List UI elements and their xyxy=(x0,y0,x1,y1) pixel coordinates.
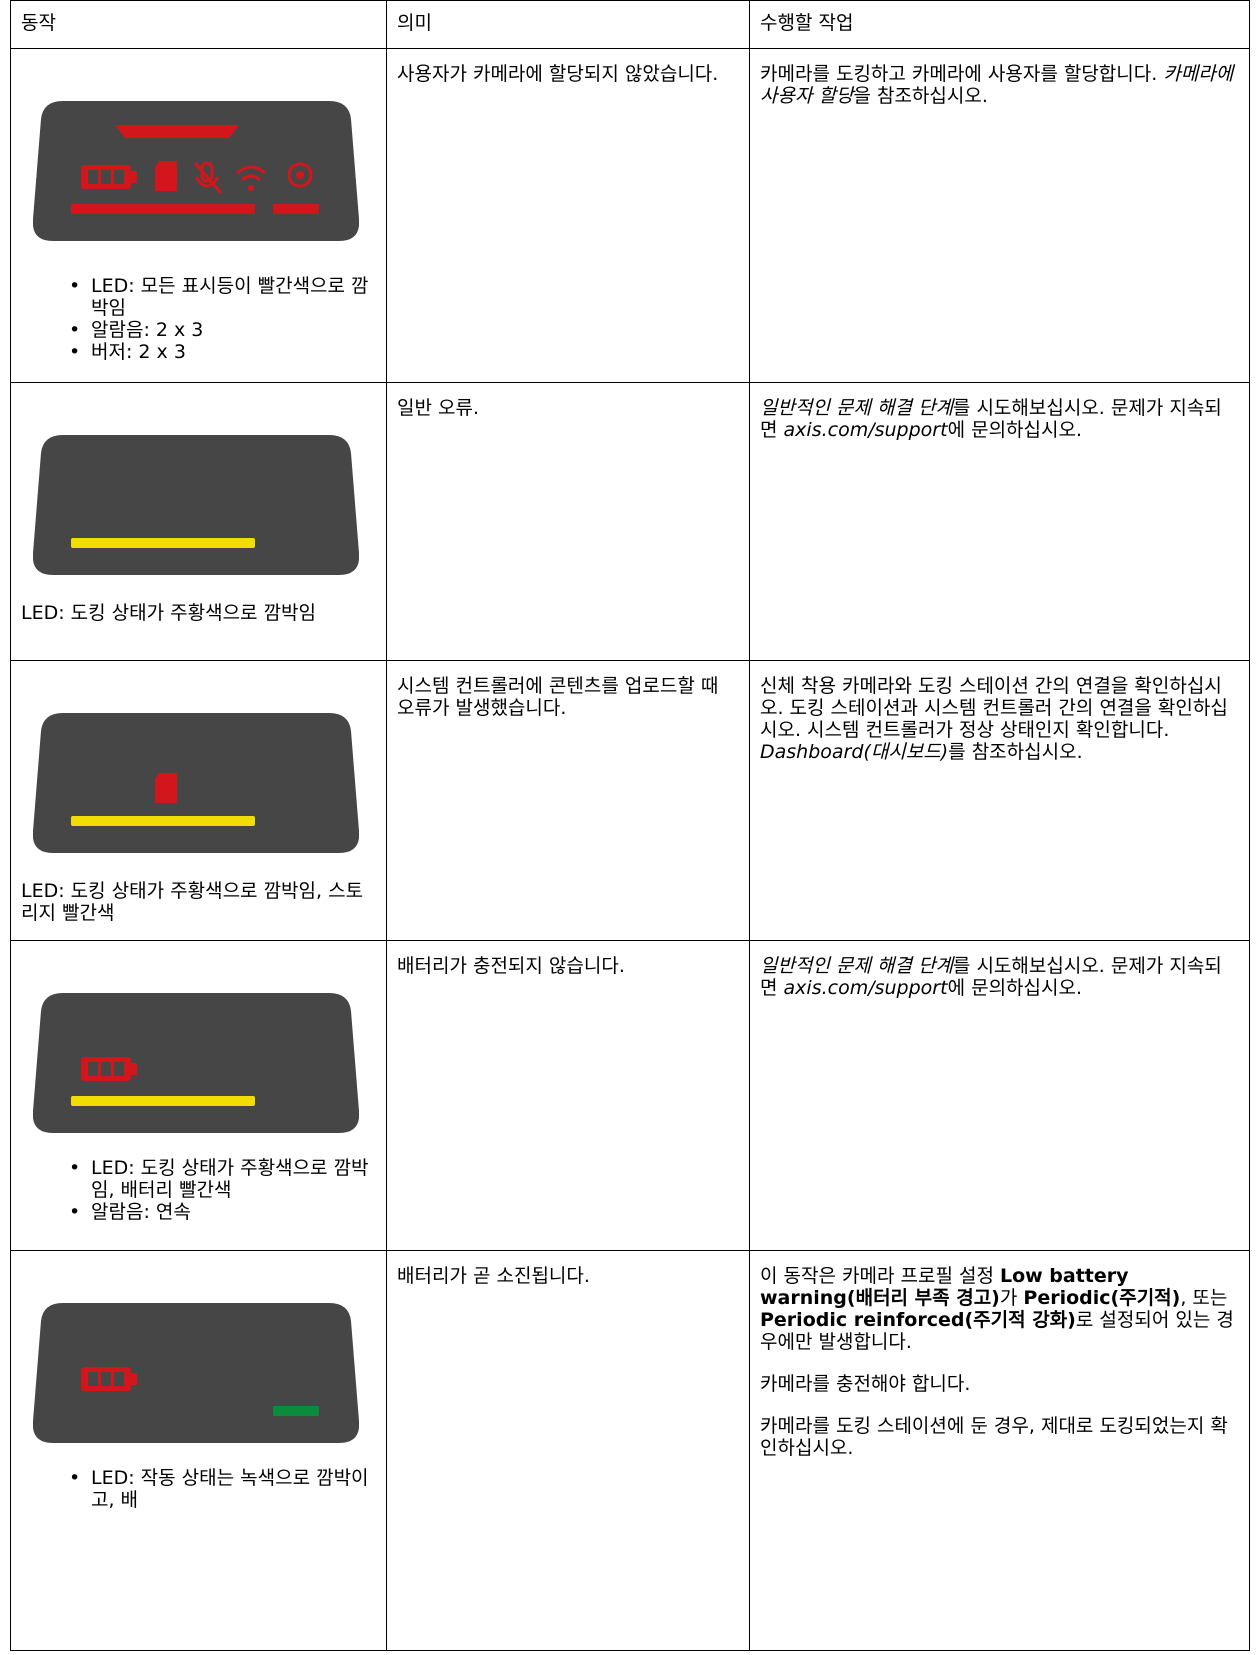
docking-status-bar xyxy=(71,538,255,548)
docking-status-bar xyxy=(71,1096,255,1106)
meaning-cell: 일반 오류. xyxy=(386,382,750,661)
docking-status-bar xyxy=(71,816,255,826)
record-icon xyxy=(287,162,313,188)
xref-link[interactable]: 일반적인 문제 해결 단계 xyxy=(760,955,953,977)
action-paragraph: 이 동작은 카메라 프로필 설정 Low battery warning(배터리… xyxy=(760,1265,1234,1353)
action-cell: 이 동작은 카메라 프로필 설정 Low battery warning(배터리… xyxy=(749,1250,1250,1651)
action-paragraph: 카메라를 도킹 스테이션에 둔 경우, 제대로 도킹되었는지 확인하십시오. xyxy=(760,1415,1228,1459)
xref-link[interactable]: Dashboard(대시보드) xyxy=(760,741,949,763)
device-illustration xyxy=(33,101,359,241)
top-indicator xyxy=(115,125,239,138)
meaning-cell: 시스템 컨트롤러에 콘텐츠를 업로드할 때 오류가 발생했습니다. xyxy=(386,660,750,941)
wifi-icon xyxy=(236,165,266,182)
operation-status-bar xyxy=(273,204,319,214)
behavior-bullet: 버저: 2 x 3 xyxy=(69,341,378,363)
support-link[interactable]: axis.com/support xyxy=(783,977,948,999)
behavior-text: LED: 도킹 상태가 주황색으로 깜박임, 스토리지 빨간색 xyxy=(21,880,364,924)
action-cell: 일반적인 문제 해결 단계를 시도해보십시오. 문제가 지속되면 axis.co… xyxy=(749,382,1250,661)
behavior-cell: LED: 도킹 상태가 주황색으로 깜박임 xyxy=(10,382,387,661)
behavior-bullet: LED: 모든 표시등이 빨간색으로 깜박임 xyxy=(69,275,378,319)
storage-icon xyxy=(155,773,177,803)
action-paragraph: 카메라를 충전해야 합니다. xyxy=(760,1373,971,1395)
meaning-cell: 배터리가 곧 소진됩니다. xyxy=(386,1250,750,1651)
operation-status-bar xyxy=(273,1406,319,1416)
header-behavior: 동작 xyxy=(10,0,387,49)
device-illustration xyxy=(33,435,359,575)
behavior-text: LED: 도킹 상태가 주황색으로 깜박임 xyxy=(21,602,317,624)
behavior-bullet: LED: 도킹 상태가 주황색으로 깜박임, 배터리 빨간색 xyxy=(69,1157,378,1201)
led-behavior-table: 동작 의미 수행할 작업 xyxy=(10,0,1250,1651)
header-action: 수행할 작업 xyxy=(749,0,1250,49)
support-link[interactable]: axis.com/support xyxy=(783,419,948,441)
xref-link[interactable]: 카메라에 사용자 할당 xyxy=(760,63,1234,107)
storage-icon xyxy=(155,161,177,191)
xref-link[interactable]: 일반적인 문제 해결 단계 xyxy=(760,397,953,419)
behavior-cell: LED: 모든 표시등이 빨간색으로 깜박임 알람음: 2 x 3 버저: 2 … xyxy=(10,48,387,383)
device-illustration xyxy=(33,1303,359,1443)
behavior-bullet: 알람음: 2 x 3 xyxy=(69,319,378,341)
meaning-cell: 사용자가 카메라에 할당되지 않았습니다. xyxy=(386,48,750,383)
action-cell: 일반적인 문제 해결 단계를 시도해보십시오. 문제가 지속되면 axis.co… xyxy=(749,940,1250,1251)
behavior-bullet: 알람음: 연속 xyxy=(69,1201,378,1223)
action-cell: 카메라를 도킹하고 카메라에 사용자를 할당합니다. 카메라에 사용자 할당을 … xyxy=(749,48,1250,383)
device-illustration xyxy=(33,993,359,1133)
header-meaning: 의미 xyxy=(386,0,750,49)
behavior-cell: LED: 도킹 상태가 주황색으로 깜박임, 배터리 빨간색 알람음: 연속 xyxy=(10,940,387,1251)
behavior-bullet: LED: 작동 상태는 녹색으로 깜박이고, 배 xyxy=(69,1467,378,1511)
docking-status-bar xyxy=(71,204,255,214)
behavior-cell: LED: 도킹 상태가 주황색으로 깜박임, 스토리지 빨간색 xyxy=(10,660,387,941)
behavior-cell: LED: 작동 상태는 녹색으로 깜박이고, 배 xyxy=(10,1250,387,1651)
mic-muted-icon xyxy=(193,161,223,194)
action-cell: 신체 착용 카메라와 도킹 스테이션 간의 연결을 확인하십시오. 도킹 스테이… xyxy=(749,660,1250,941)
device-illustration xyxy=(33,713,359,853)
meaning-cell: 배터리가 충전되지 않습니다. xyxy=(386,940,750,1251)
